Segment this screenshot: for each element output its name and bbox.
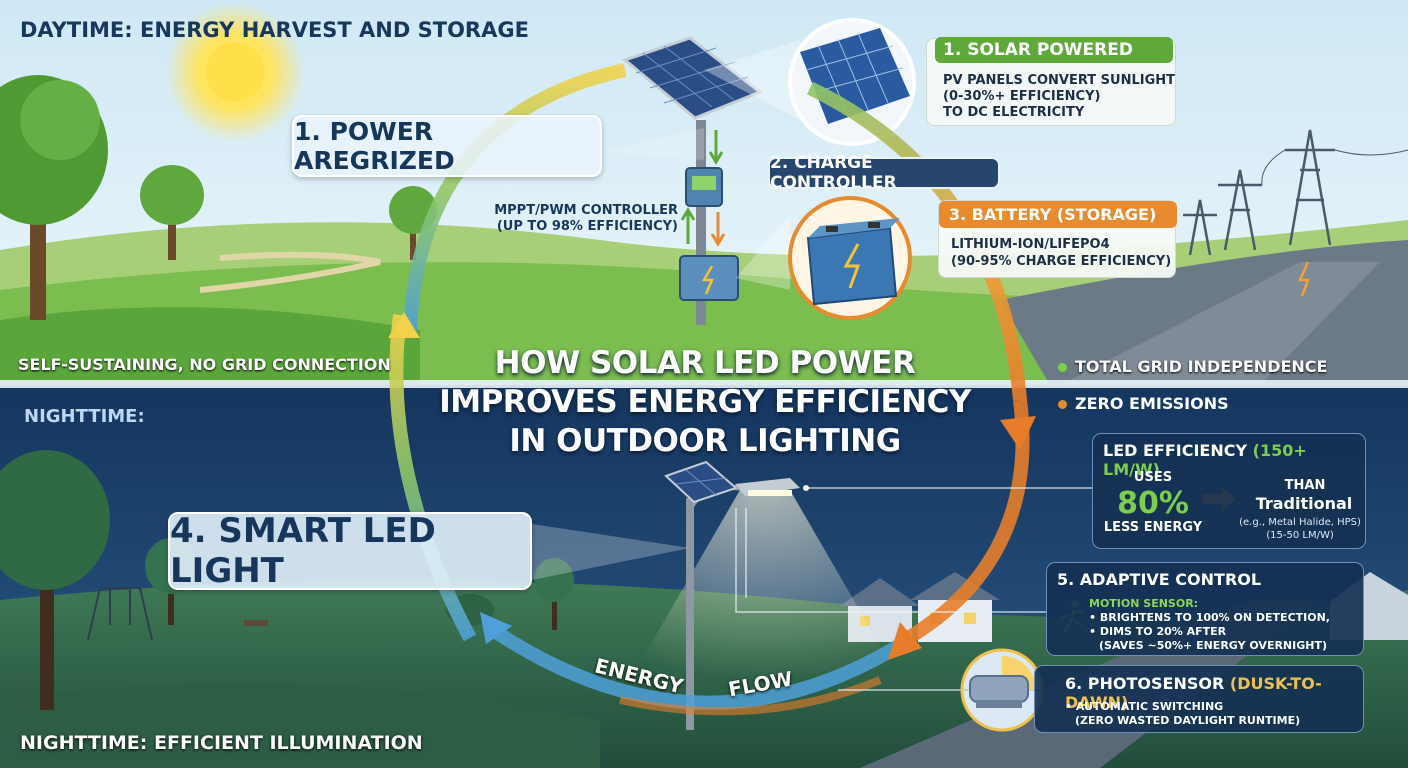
solar-powered-title: 1. SOLAR POWERED [935, 37, 1173, 63]
photosensor-title: 6. PHOTOSENSOR (DUSK-TO-DAWN) [1065, 674, 1363, 712]
battery-title: 3. BATTERY (STORAGE) [939, 201, 1177, 228]
orange-dot-icon [1058, 400, 1067, 409]
battery-body: LITHIUM-ION/LIFEPO4 (90-95% CHARGE EFFIC… [951, 236, 1171, 270]
led-title-main: LED EFFICIENCY [1103, 441, 1248, 460]
led-range: (15-50 LM/W) [1266, 530, 1334, 541]
adaptive-control-box: 5. ADAPTIVE CONTROL MOTION SENSOR: • BRI… [1046, 562, 1364, 656]
led-traditional: Traditional [1255, 494, 1353, 513]
led-than: THAN [1284, 478, 1326, 493]
main-title: HOW SOLAR LED POWER IMPROVES ENERGY EFFI… [400, 344, 1010, 461]
benefit-grid-independence: TOTAL GRID INDEPENDENCE [1058, 357, 1327, 376]
led-efficiency-box: LED EFFICIENCY (150+ LM/W) USES 80% LESS… [1092, 433, 1366, 549]
solar-line-1: PV PANELS CONVERT SUNLIGHT [943, 73, 1176, 88]
self-sustaining-label: SELF-SUSTAINING, NO GRID CONNECTION [18, 355, 391, 374]
solar-line-2: (0-30%+ EFFICIENCY) [943, 89, 1101, 104]
nighttime-title: NIGHTTIME: [24, 406, 145, 427]
smart-led-label: 4. SMART LED LIGHT [168, 511, 532, 591]
main-title-line-3: IN OUTDOOR LIGHTING [509, 423, 901, 459]
solar-powered-body: PV PANELS CONVERT SUNLIGHT (0-30%+ EFFIC… [943, 73, 1175, 121]
led-uses: USES [1133, 470, 1173, 485]
battery-box: 3. BATTERY (STORAGE) LITHIUM-ION/LIFEPO4… [938, 200, 1177, 278]
photosensor-box: 6. PHOTOSENSOR (DUSK-TO-DAWN) • AUTOMATI… [1034, 665, 1364, 733]
photosensor-line-1: • AUTOMATIC SWITCHING [1065, 700, 1224, 713]
motion-sensor-label: MOTION SENSOR: [1089, 597, 1199, 610]
main-title-line-1: HOW SOLAR LED POWER [494, 345, 916, 381]
benefit-text: ZERO EMISSIONS [1075, 394, 1229, 413]
mppt-line-1: MPPT/PWM CONTROLLER [494, 203, 678, 218]
charge-controller-label: 2. CHARGE CONTROLLER [768, 153, 1000, 193]
photosensor-title-main: 6. PHOTOSENSOR [1065, 674, 1225, 693]
solar-powered-box: 1. SOLAR POWERED PV PANELS CONVERT SUNLI… [926, 37, 1176, 126]
battery-line-1: LITHIUM-ION/LIFEPO4 [951, 237, 1110, 252]
led-less-energy: LESS ENERGY [1103, 520, 1203, 535]
adaptive-line-1: • BRIGHTENS TO 100% ON DETECTION, [1089, 611, 1330, 624]
benefit-text: TOTAL GRID INDEPENDENCE [1075, 357, 1328, 376]
adaptive-line-2: • DIMS TO 20% AFTER [1089, 625, 1227, 638]
led-title-accent: (150+ LM/W) [1103, 441, 1307, 479]
daytime-title: DAYTIME: ENERGY HARVEST AND STORAGE [20, 18, 529, 42]
adaptive-control-title: 5. ADAPTIVE CONTROL [1057, 570, 1262, 589]
green-dot-icon [1058, 363, 1067, 372]
photosensor-title-accent: (DUSK-TO-DAWN) [1065, 674, 1322, 712]
power-step-label: 1. POWER AREGRIZED [292, 115, 602, 177]
nighttime-footer: NIGHTTIME: EFFICIENT ILLUMINATION [20, 732, 423, 754]
led-percent: 80% [1117, 486, 1189, 521]
battery-line-2: (90-95% CHARGE EFFICIENCY) [951, 254, 1172, 269]
led-examples: (e.g., Metal Halide, HPS) (15-50 LM/W) [1233, 516, 1367, 542]
adaptive-line-3: (SAVES ~50%+ ENERGY OVERNIGHT) [1099, 639, 1327, 652]
led-efficiency-title: LED EFFICIENCY (150+ LM/W) [1103, 441, 1365, 479]
mppt-line-2: (UP TO 98% EFFICIENCY) [496, 219, 678, 234]
solar-line-3: TO DC ELECTRICITY [943, 105, 1085, 120]
photosensor-line-2: (ZERO WASTED DAYLIGHT RUNTIME) [1075, 714, 1301, 727]
main-title-line-2: IMPROVES ENERGY EFFICIENCY [439, 384, 971, 420]
led-eg: (e.g., Metal Halide, HPS) [1239, 517, 1361, 528]
benefit-zero-emissions: ZERO EMISSIONS [1058, 394, 1229, 413]
mppt-note: MPPT/PWM CONTROLLER (UP TO 98% EFFICIENC… [482, 203, 678, 235]
